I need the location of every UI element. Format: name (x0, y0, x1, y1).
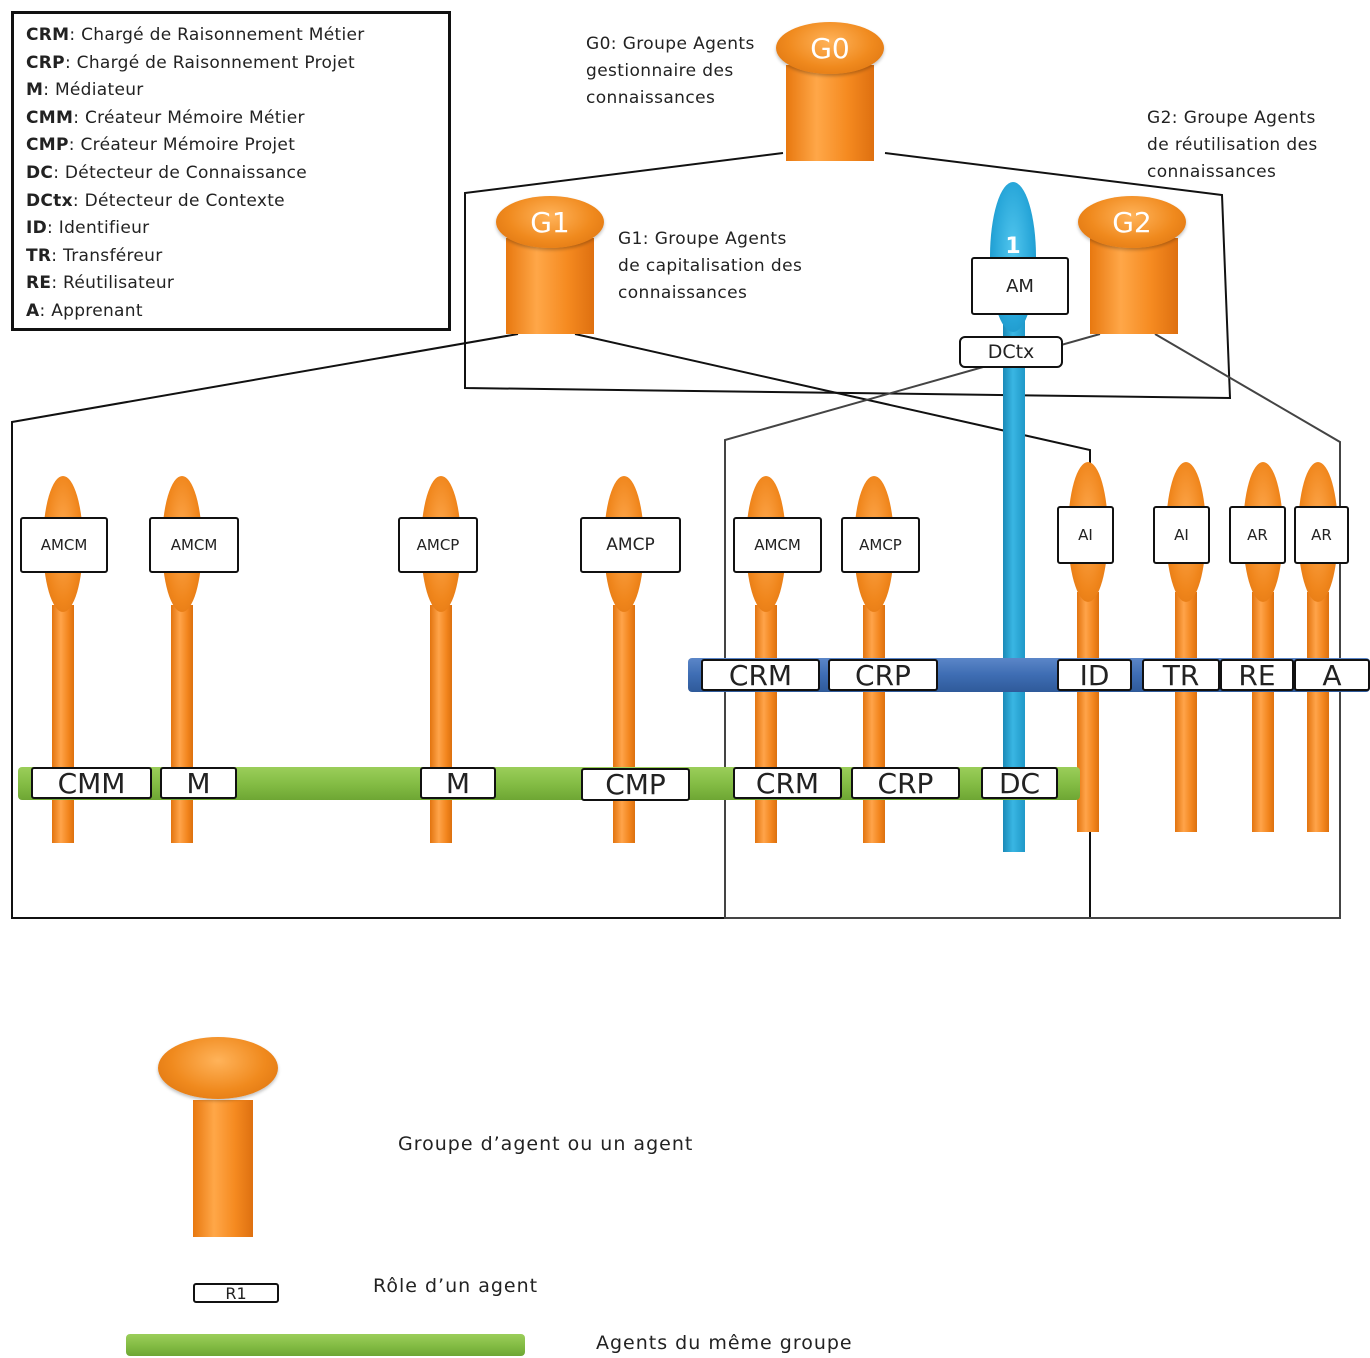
agent-tag-amcm[interactable]: AMCM (733, 517, 822, 573)
agent-tag-amcp[interactable]: AMCP (841, 517, 920, 573)
agent-stick (863, 605, 885, 843)
agent-stick (171, 605, 193, 843)
g0-description: G0: Groupe Agents gestionnaire des conna… (586, 34, 755, 108)
legend-item: DC: Détecteur de Connaissance (26, 162, 308, 183)
legend-item: M: Médiateur (26, 80, 144, 101)
legend-item: CRM: Chargé de Raisonnement Métier (26, 25, 365, 45)
role-crm[interactable]: CRM (733, 767, 842, 800)
agent-stick (430, 605, 452, 843)
legend-item: CMP: Créateur Mémoire Projet (26, 135, 296, 156)
legend-item: A: Apprenant (26, 300, 143, 321)
role-m[interactable]: M (160, 767, 237, 800)
g0-body (786, 65, 874, 161)
agent-tag-amcp[interactable]: AMCP (398, 517, 478, 573)
agent-stick (1252, 592, 1274, 832)
agent-stick (52, 605, 74, 843)
g2-body (1090, 238, 1178, 334)
role-crp[interactable]: CRP (851, 767, 960, 800)
g2-description: G2: Groupe Agents de réutilisation des c… (1147, 108, 1318, 182)
g2-label: G2 (1112, 205, 1152, 239)
legend-agent-label: Groupe d’agent ou un agent (398, 1133, 694, 1155)
legend-item: DCtx: Détecteur de Contexte (26, 190, 285, 211)
am-tag[interactable]: AM (971, 257, 1069, 315)
agent-stick (755, 605, 777, 843)
legend-item: RE: Réutilisateur (26, 273, 175, 294)
g0-head[interactable]: G0 (776, 22, 884, 74)
role-cmp[interactable]: CMP (581, 768, 690, 801)
legend-group-bar (126, 1334, 525, 1356)
legend-item: CMM: Créateur Mémoire Métier (26, 107, 305, 128)
legend-group-label: Agents du même groupe (596, 1332, 853, 1354)
role-crm[interactable]: CRM (701, 659, 820, 692)
role-crp[interactable]: CRP (828, 659, 938, 692)
role-tr[interactable]: TR (1142, 659, 1220, 692)
am-number: 1 (1005, 234, 1021, 259)
legend-item: CRP: Chargé de Raisonnement Projet (26, 52, 355, 73)
g2-head[interactable]: G2 (1078, 196, 1186, 248)
legend-role-label: Rôle d’un agent (373, 1275, 539, 1297)
legend-item: ID: Identifieur (26, 218, 150, 239)
role-m[interactable]: M (420, 767, 496, 800)
dctx-role-tag[interactable]: DCtx (959, 336, 1063, 368)
agent-tag-ai[interactable]: AI (1153, 506, 1210, 564)
g1-body (506, 238, 594, 334)
abbreviation-legend: CRM: Chargé de Raisonnement Métier CRP: … (11, 11, 451, 331)
g0-label: G0 (810, 31, 850, 65)
role-dc[interactable]: DC (981, 767, 1058, 800)
role-a[interactable]: A (1294, 659, 1370, 692)
legend-item: TR: Transféreur (26, 245, 163, 266)
legend-role-sample: R1 (193, 1283, 279, 1303)
am-stick (1003, 290, 1025, 852)
agent-stick (1077, 592, 1099, 832)
agent-tag-amcm[interactable]: AMCM (149, 517, 239, 573)
agent-tag-amcp[interactable]: AMCP (580, 517, 681, 573)
agent-stick (1307, 592, 1329, 832)
g1-label: G1 (530, 205, 570, 239)
agent-stick (1175, 592, 1197, 832)
agent-tag-ar[interactable]: AR (1294, 506, 1349, 564)
g1-description: G1: Groupe Agents de capitalisation des … (618, 229, 803, 303)
legend-agent-head (158, 1037, 278, 1099)
legend-agent-body (193, 1100, 253, 1237)
agent-tag-ai[interactable]: AI (1057, 506, 1114, 564)
agent-stick (613, 605, 635, 843)
g1-head[interactable]: G1 (496, 196, 604, 248)
agent-tag-ar[interactable]: AR (1229, 506, 1286, 564)
role-re[interactable]: RE (1220, 659, 1294, 692)
role-id[interactable]: ID (1057, 659, 1132, 692)
agent-tag-amcm[interactable]: AMCM (20, 517, 108, 573)
role-cmm[interactable]: CMM (31, 767, 152, 800)
